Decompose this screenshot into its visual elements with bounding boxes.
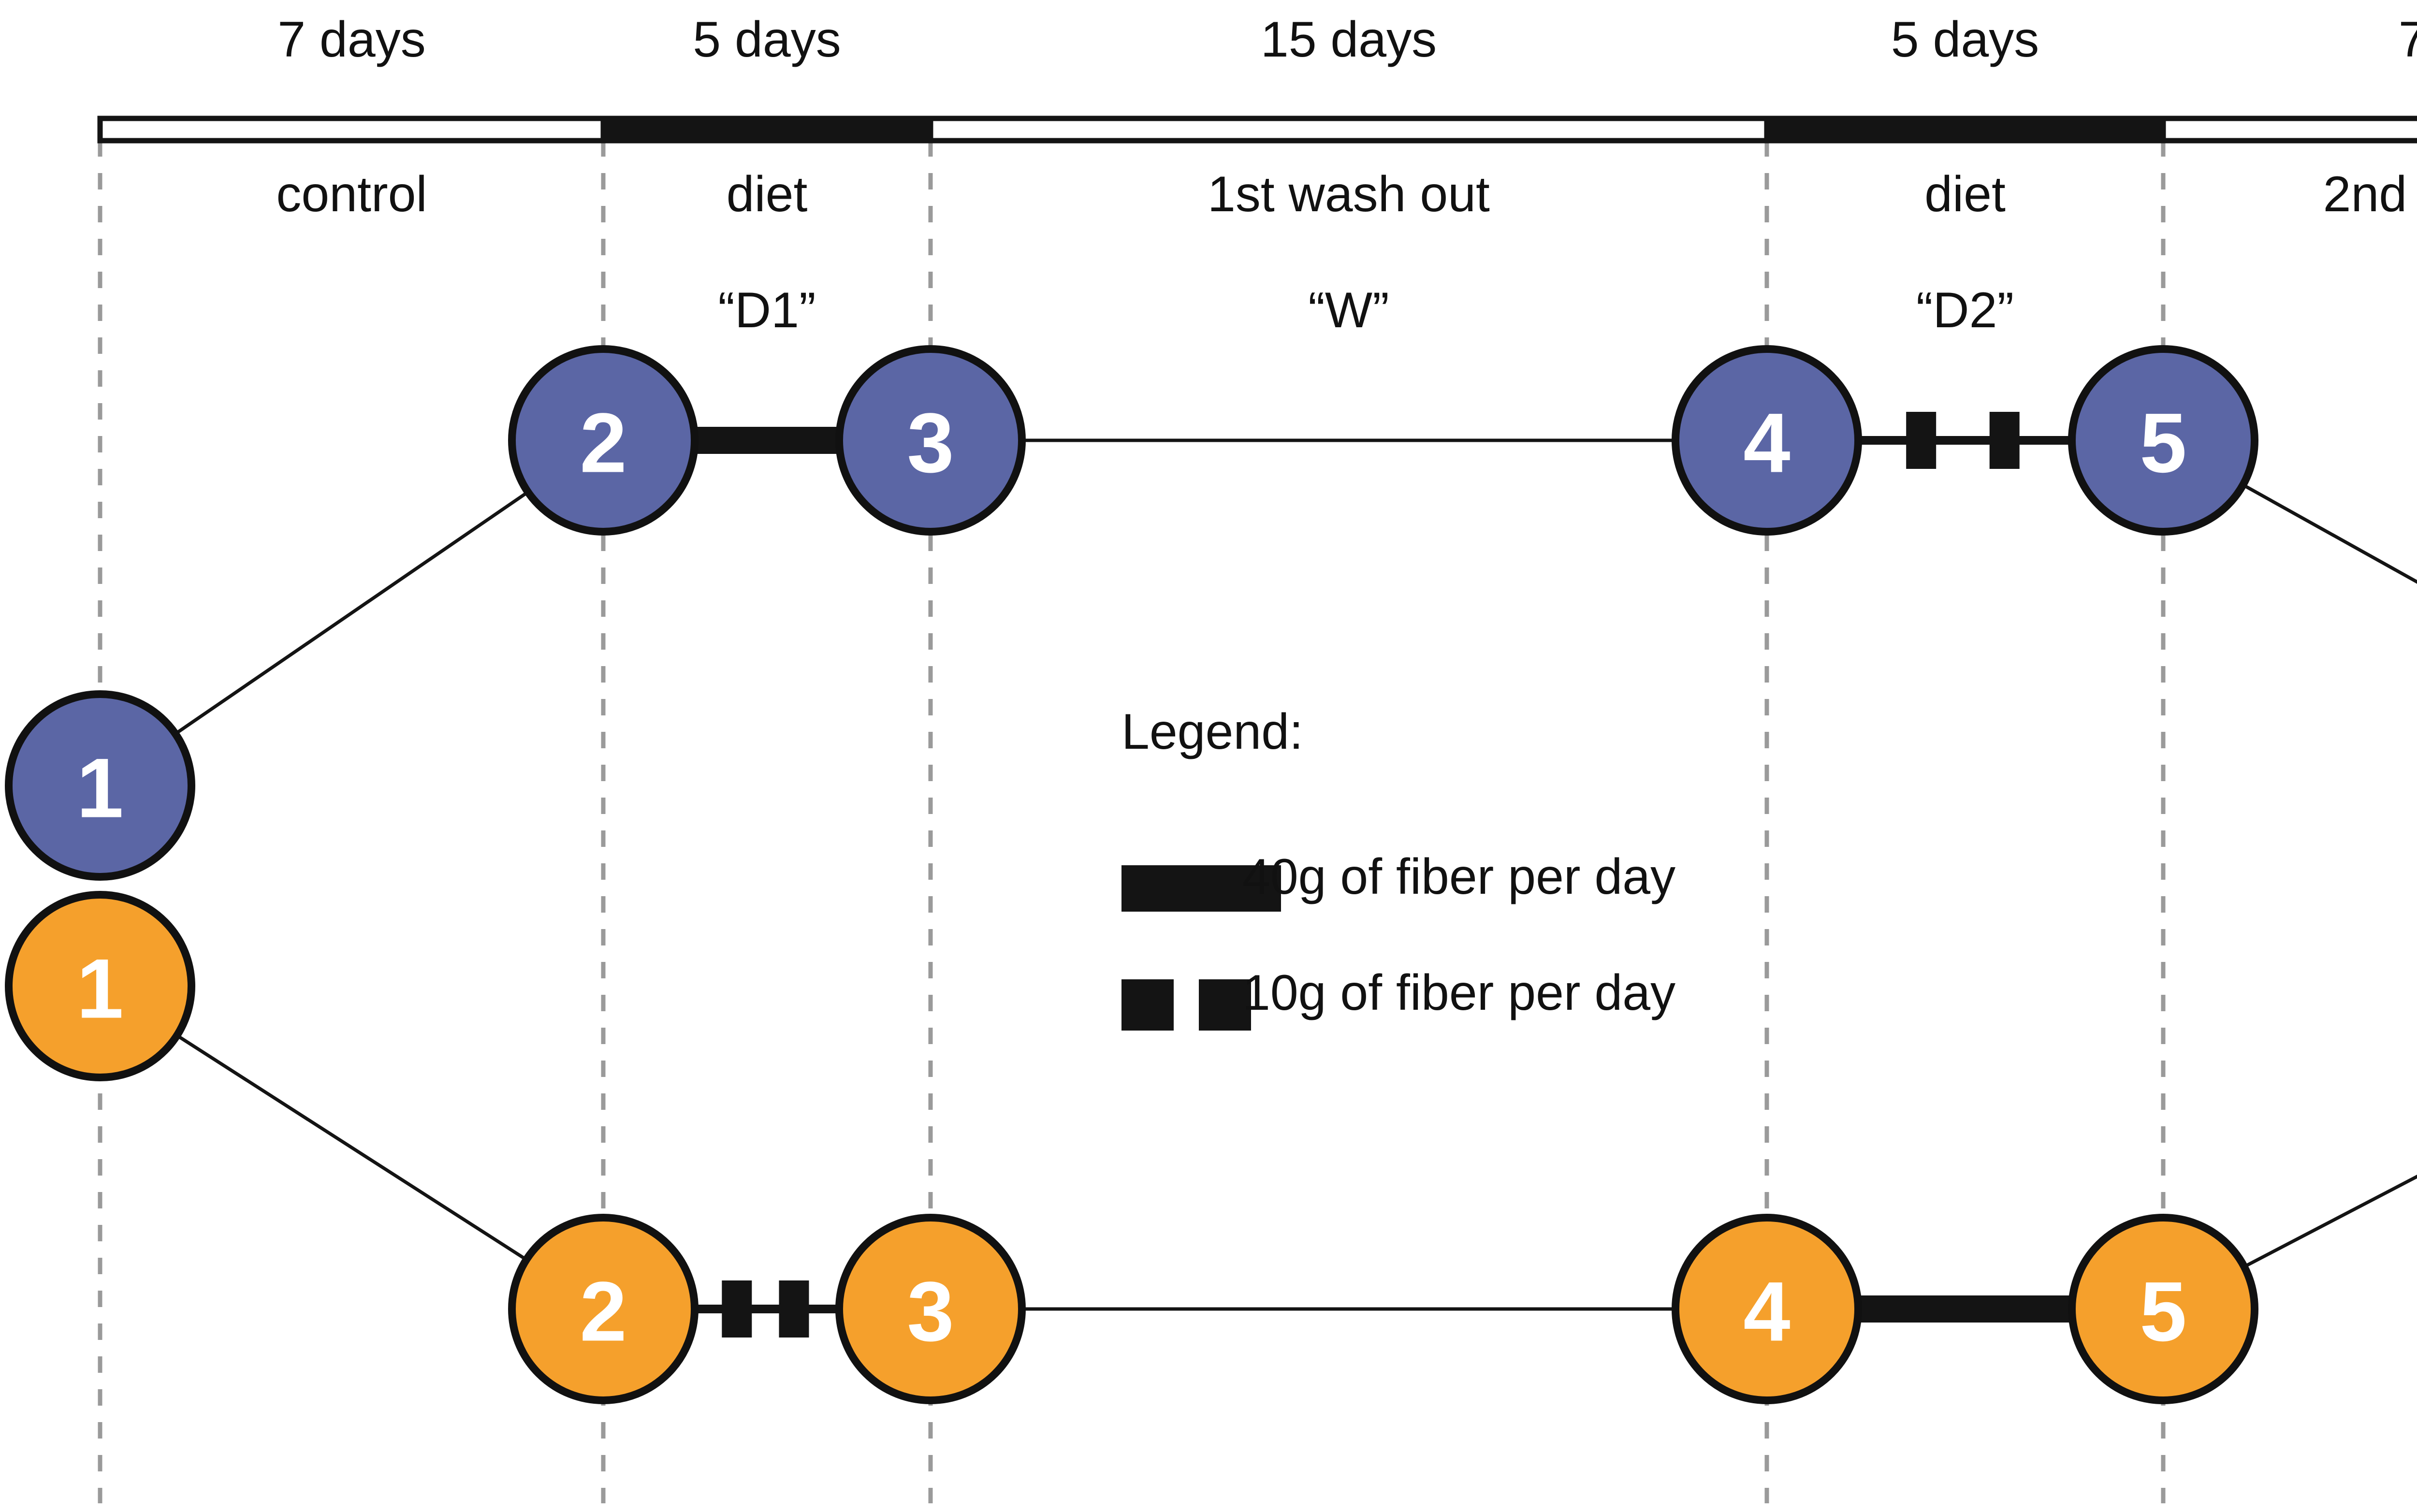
node-arm-a-5[interactable]: 5 <box>2068 345 2258 536</box>
node-arm-b-5[interactable]: 5 <box>2068 1214 2258 1404</box>
node-circle <box>835 1214 1026 1404</box>
legend-swatches <box>1121 865 1281 1031</box>
arm-connectors <box>172 412 2417 1338</box>
node-label: 5 <box>2140 396 2186 491</box>
node-circle <box>835 345 1026 536</box>
node-circle <box>5 690 195 881</box>
node-circle <box>5 891 195 1081</box>
timeline-code-label-diet2: “D2” <box>1916 282 2014 338</box>
legend-label-40g: 40g of fiber per day <box>1242 849 1676 905</box>
legend-swatch-solid-bar <box>1121 865 1281 912</box>
node-circle <box>508 345 699 536</box>
node-label: 2 <box>580 1265 626 1359</box>
timeline-phase-label-washout1: 1st wash out <box>1208 166 1490 222</box>
link-10g-block-arm-a-4-5-1 <box>1989 412 2020 469</box>
timeline-days-label-diet2: 5 days <box>1891 12 2039 68</box>
timeline-days-label-control: 7 days <box>277 12 426 68</box>
node-arm-b-3[interactable]: 3 <box>835 1214 1026 1404</box>
timeline-segment-diet2 <box>1764 116 2166 144</box>
timeline-days-label-diet1: 5 days <box>693 12 841 68</box>
legend-label-10g: 10g of fiber per day <box>1242 965 1676 1021</box>
node-label: 3 <box>907 396 954 491</box>
timeline-segment-washout1 <box>928 116 1770 144</box>
timeline-code-label-diet1: “D1” <box>718 282 816 338</box>
node-label: 1 <box>76 942 123 1036</box>
node-label: 1 <box>76 741 123 836</box>
timeline-days-label-washout2: 7 days <box>2398 12 2417 68</box>
timeline-phase-label-diet1: diet <box>726 166 808 222</box>
node-label: 4 <box>1743 396 1790 491</box>
legend-title: Legend: <box>1121 704 1303 760</box>
node-circle <box>2068 345 2258 536</box>
timeline-segment-diet1 <box>600 116 933 144</box>
node-label: 4 <box>1743 1265 1790 1359</box>
node-arm-b-1[interactable]: 1 <box>5 891 195 1081</box>
node-arm-b-2[interactable]: 2 <box>508 1214 699 1404</box>
node-arm-b-4[interactable]: 4 <box>1672 1214 1862 1404</box>
legend-swatch-dashed-block-1 <box>1121 979 1174 1031</box>
link-40g-arm-a-2-3 <box>692 427 842 454</box>
link-thin-arm-b-5-6 <box>2241 1175 2417 1270</box>
node-arm-a-4[interactable]: 4 <box>1672 345 1862 536</box>
node-arm-a-3[interactable]: 3 <box>835 345 1026 536</box>
node-label: 2 <box>580 396 626 491</box>
link-40g-arm-b-4-5 <box>1855 1295 2075 1323</box>
node-circle <box>1672 345 1862 536</box>
node-circle <box>1672 1214 1862 1404</box>
timepoint-nodes: 123456123456 <box>5 345 2258 1404</box>
node-arm-a-2[interactable]: 2 <box>508 345 699 536</box>
timeline-days-label-washout1: 15 days <box>1260 12 1437 68</box>
legend-swatch-dashed-block-2 <box>1199 979 1251 1031</box>
link-10g-block-arm-b-2-3-0 <box>722 1280 752 1338</box>
node-circle <box>508 1214 699 1404</box>
node-label: 5 <box>2140 1265 2186 1359</box>
link-10g-block-arm-a-4-5-0 <box>1906 412 1937 469</box>
timeline-segment-washout2 <box>2160 116 2417 144</box>
link-thin-arm-a-1-2 <box>172 489 532 737</box>
link-thin-arm-a-5-6 <box>2240 482 2417 584</box>
link-thin-arm-b-1-2 <box>174 1032 530 1263</box>
timeline-phase-label-control: control <box>276 166 427 222</box>
node-label: 3 <box>907 1265 954 1359</box>
timeline-bar <box>97 116 2417 144</box>
timeline-phase-label-washout2: 2nd wash out <box>2323 166 2417 222</box>
timeline-phase-label-diet2: diet <box>1924 166 2006 222</box>
link-10g-block-arm-b-2-3-1 <box>779 1280 809 1338</box>
node-arm-a-1[interactable]: 1 <box>5 690 195 881</box>
node-circle <box>2068 1214 2258 1404</box>
timeline-segment-control <box>97 116 606 144</box>
timeline-code-label-washout1: “W” <box>1308 282 1389 338</box>
